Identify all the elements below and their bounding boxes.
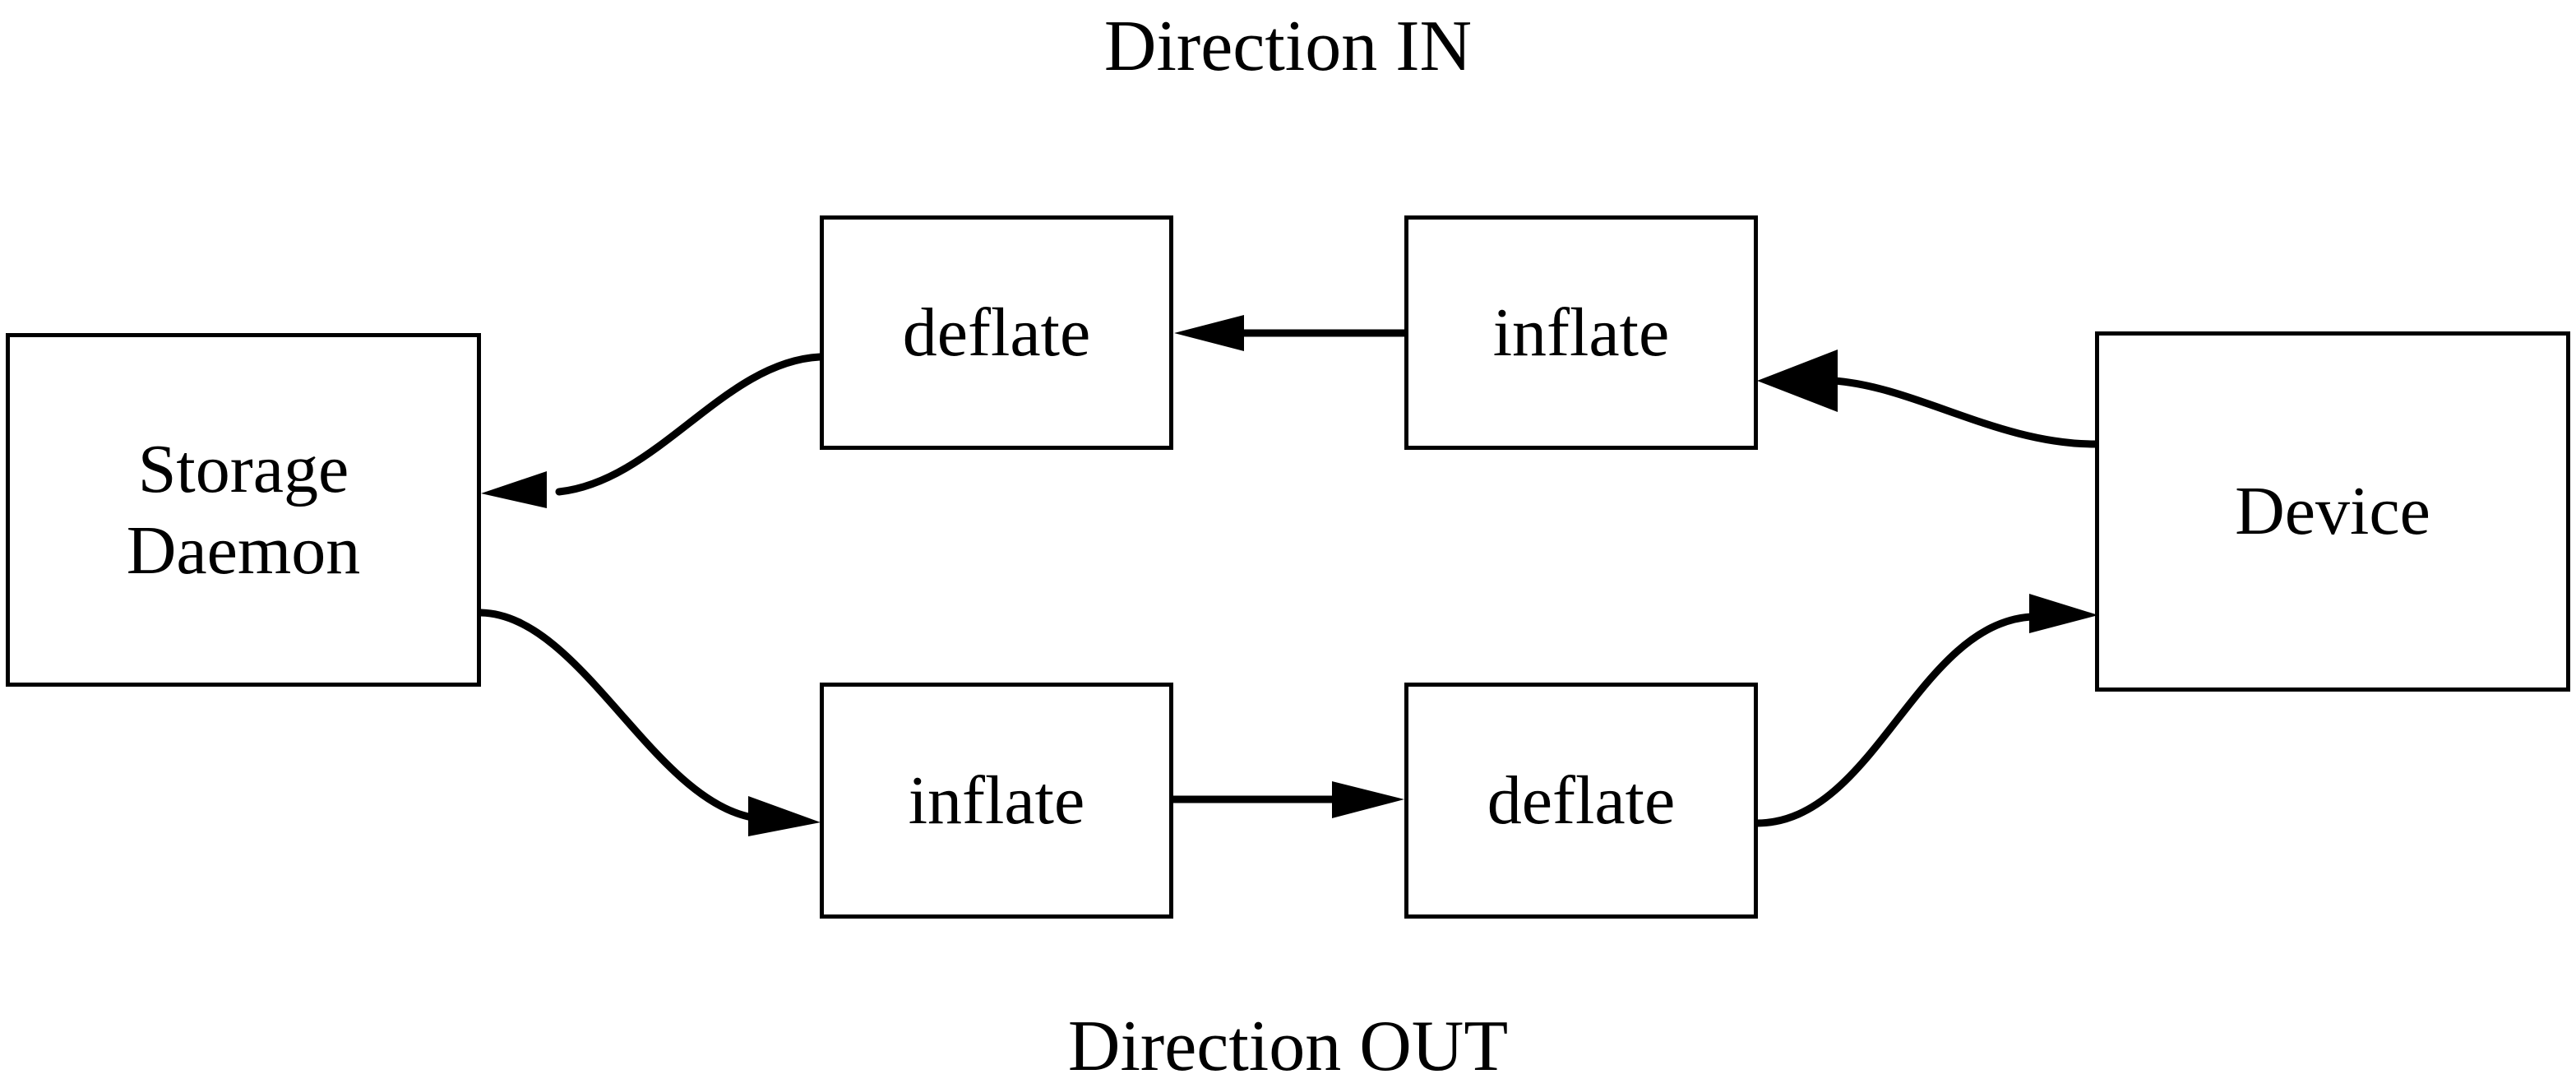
- node-device: Device: [2095, 331, 2570, 692]
- edge-in-deflate-to-storage-daemon-icon: [481, 353, 824, 508]
- edge-device-to-in-inflate-icon: [1757, 350, 2099, 448]
- node-inflate-in: inflate: [1404, 215, 1758, 450]
- edge-in-inflate-to-in-deflate-icon: [1174, 315, 1404, 351]
- direction-in-caption: Direction IN: [1103, 7, 1473, 86]
- node-storage-daemon-label-line2: Daemon: [126, 512, 361, 589]
- node-deflate-in-label: deflate: [902, 294, 1091, 371]
- node-storage-daemon: Storage Daemon: [6, 333, 481, 687]
- node-deflate-out-label: deflate: [1487, 762, 1676, 839]
- edge-out-inflate-to-out-deflate-icon: [1173, 781, 1404, 818]
- node-storage-daemon-label-line1: Storage: [137, 430, 349, 507]
- node-deflate-out: deflate: [1404, 683, 1758, 919]
- node-inflate-out-label: inflate: [908, 762, 1085, 839]
- edge-out-deflate-to-device-icon: [1753, 594, 2098, 827]
- direction-out-caption: Direction OUT: [1067, 1007, 1509, 1086]
- node-inflate-in-label: inflate: [1492, 294, 1670, 371]
- node-deflate-in: deflate: [820, 215, 1173, 450]
- node-device-label: Device: [2235, 473, 2430, 550]
- node-inflate-out: inflate: [820, 683, 1173, 919]
- edge-storage-daemon-to-out-inflate-icon: [477, 609, 821, 836]
